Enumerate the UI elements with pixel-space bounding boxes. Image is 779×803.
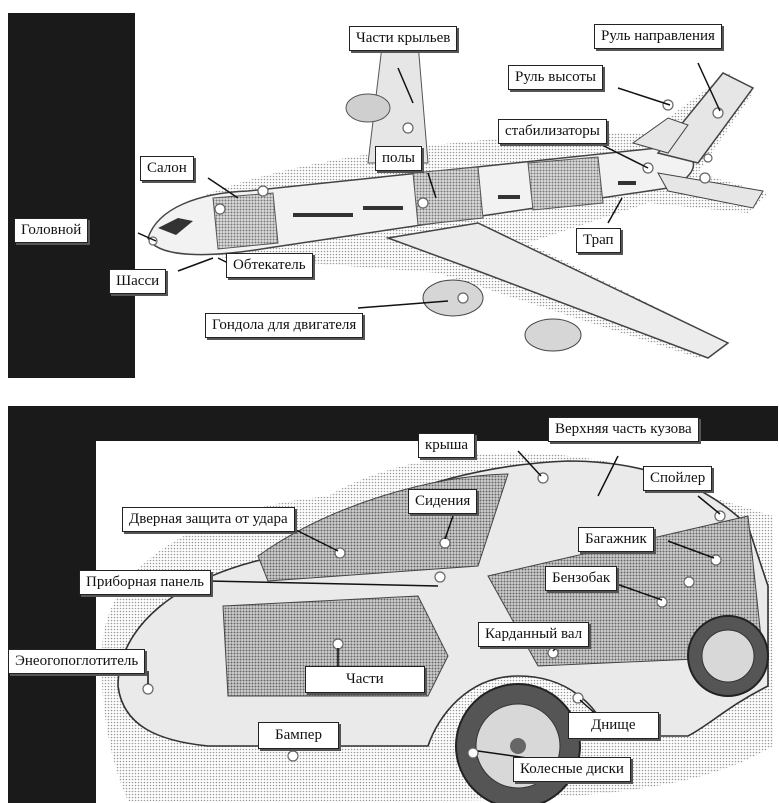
label-underbody: Днище — [568, 712, 659, 739]
label-stabilizers: стабилизаторы — [498, 119, 607, 144]
label-dashboard: Приборная панель — [79, 570, 212, 595]
label-floors: полы — [375, 146, 422, 171]
outer-engine — [524, 318, 582, 352]
label-wing-parts: Части крыльев — [349, 26, 458, 51]
windows — [293, 181, 636, 217]
airplane-diagram-panel: Части крыльев Руль направления Руль высо… — [8, 13, 773, 378]
label-seats: Сидения — [408, 489, 478, 514]
aft-cutaway — [527, 156, 604, 211]
rear-wheel — [687, 615, 769, 697]
label-upper-body: Верхняя часть кузова — [548, 417, 699, 442]
near-wing — [385, 222, 730, 359]
label-energy-absorber: Энеогопоглотитель — [8, 649, 146, 674]
label-fuel-tank: Бензобак — [545, 566, 618, 591]
label-rudder: Руль направления — [594, 24, 722, 49]
airplane-illustration — [137, 37, 768, 359]
label-engine-nacelle: Гондола для двигателя — [205, 313, 364, 338]
label-cabin: Салон — [140, 156, 194, 181]
callout-markers — [142, 472, 726, 762]
label-airstair: Трап — [576, 228, 621, 253]
label-bumper: Бампер — [258, 722, 339, 749]
callout-markers — [148, 99, 724, 304]
label-parts: Части — [305, 666, 425, 693]
label-fairing: Обтекатель — [226, 253, 313, 278]
front-wheel — [455, 683, 581, 803]
label-landing-gear: Шасси — [109, 269, 167, 294]
floor-cutaway — [412, 166, 484, 226]
vertical-tail — [656, 72, 755, 164]
upper-engine — [345, 93, 391, 123]
label-elevator: Руль высоты — [508, 65, 604, 90]
cockpit-window — [158, 218, 193, 235]
label-roof: крыша — [418, 433, 476, 458]
label-spoiler: Спойлер — [643, 466, 713, 491]
label-trunk: Багажник — [578, 527, 654, 552]
label-driveshaft: Карданный вал — [478, 622, 590, 647]
car-diagram-panel: крыша Верхняя часть кузова Спойлер Сиден… — [8, 406, 778, 803]
label-wheel-rims: Колесные диски — [513, 757, 631, 782]
label-nose: Головной — [14, 218, 89, 243]
leader-lines — [137, 62, 721, 309]
left-stabilizer — [631, 117, 689, 154]
label-door-impact-protection: Дверная защита от удара — [122, 507, 295, 532]
horizontal-stabilizer — [657, 172, 764, 209]
engine-nacelle-shape — [422, 279, 484, 317]
dark-side-bar — [8, 13, 135, 378]
cabin-cutaway — [212, 192, 279, 250]
